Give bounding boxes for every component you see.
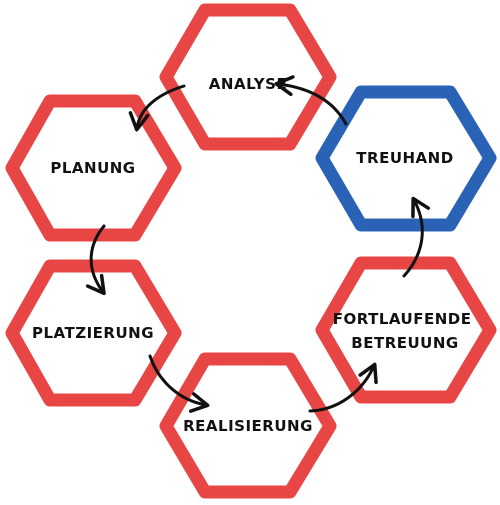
label-analyse: ANALYSE (209, 75, 287, 93)
label-treuhand-line-1: TREUHAND (356, 149, 453, 167)
label-treuhand: TREUHAND (356, 149, 453, 167)
label-fortlaufende-betreuung-line-2: BETREUUNG (351, 334, 458, 352)
node-planung: PLANUNG (5, 94, 182, 242)
hexagon-treuhand (315, 85, 497, 232)
label-planung-line-1: PLANUNG (50, 159, 135, 177)
node-fortlaufende-betreuung: FORTLAUFENDE BETREUUNG (315, 256, 497, 404)
arrow-realisierung-to-fortlaufende-betreuung (308, 362, 378, 413)
arrow-analyse-to-planung (128, 84, 186, 132)
label-platzierung-line-1: PLATZIERUNG (32, 324, 154, 342)
hexagon-planung (5, 94, 182, 242)
arrow-treuhand-to-analyse (274, 75, 348, 126)
label-realisierung: REALISIERUNG (183, 417, 313, 435)
node-platzierung: PLATZIERUNG (5, 259, 182, 407)
label-analyse-line-1: ANALYSE (209, 75, 287, 93)
label-platzierung: PLATZIERUNG (32, 324, 154, 342)
hexagon-fortlaufende-betreuung (315, 256, 497, 404)
label-fortlaufende-betreuung-line-1: FORTLAUFENDE (333, 310, 472, 328)
node-analyse: ANALYSE (159, 3, 337, 151)
arrow-fortlaufende-betreuung-to-treuhand (402, 196, 431, 278)
arrow-platzierung-to-realisierung (148, 354, 210, 413)
hexagon-platzierung (5, 259, 182, 407)
label-planung: PLANUNG (50, 159, 135, 177)
hexagon-analyse (159, 3, 337, 151)
node-treuhand: TREUHAND (315, 85, 497, 232)
arrow-planung-to-platzierung (85, 224, 106, 296)
label-realisierung-line-1: REALISIERUNG (183, 417, 313, 435)
label-fortlaufende-betreuung: FORTLAUFENDE BETREUUNG (333, 310, 477, 352)
node-realisierung: REALISIERUNG (159, 352, 337, 499)
